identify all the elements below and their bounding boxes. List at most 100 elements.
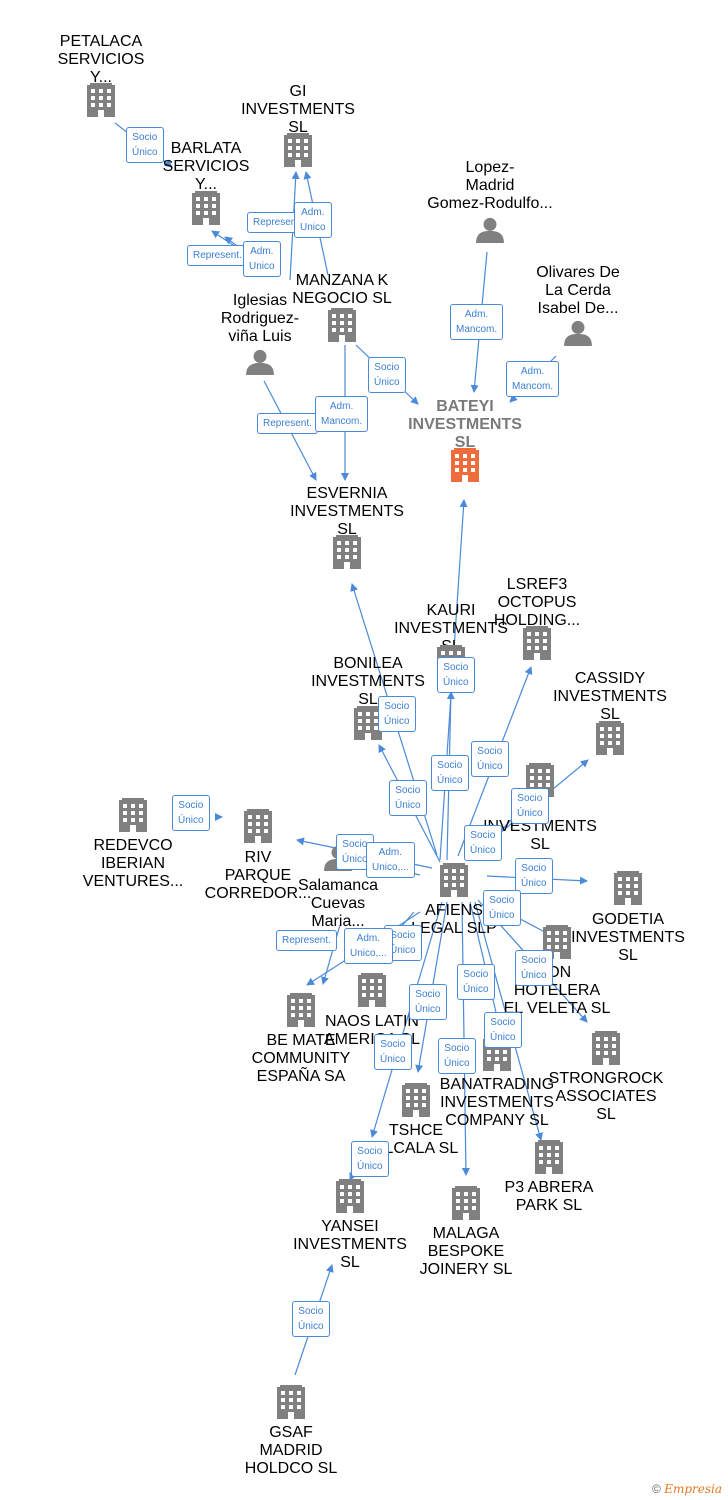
person-icon[interactable]: [564, 320, 592, 346]
node-label-line: IBERIAN: [100, 855, 165, 872]
relation-text: Único: [390, 945, 416, 956]
building-icon[interactable]: [277, 1385, 305, 1419]
building-icon[interactable]: [284, 133, 312, 167]
building-icon[interactable]: [244, 809, 272, 843]
relation-text: Represent.: [253, 217, 302, 228]
building-icon[interactable]: [523, 626, 551, 660]
building-icon[interactable]: [596, 721, 624, 755]
relationship-edge: [370, 901, 443, 1138]
building-icon[interactable]: [87, 83, 115, 117]
relation-label-r6[interactable]: Adm.Mancom.: [450, 304, 504, 340]
building-icon[interactable]: [328, 308, 356, 342]
node-label-line: BARLATA: [170, 140, 242, 157]
copyright-icon: ©: [652, 1482, 661, 1496]
relation-label-r24[interactable]: Represent.: [276, 930, 337, 951]
relation-label-r5[interactable]: Adm.Unico: [243, 241, 281, 277]
relation-label-r20[interactable]: Adm.Unico,...: [366, 842, 415, 878]
person-icon[interactable]: [246, 349, 274, 375]
node-label-line: ALCALA SL: [373, 1140, 459, 1157]
building-icon[interactable]: [358, 973, 386, 1007]
building-icon[interactable]: [535, 1140, 563, 1174]
relation-label-r9[interactable]: Represent.: [257, 413, 318, 434]
node-label-line: INVESTMENTS: [394, 620, 508, 637]
relation-text: Unico: [300, 222, 326, 233]
building-icon[interactable]: [452, 1186, 480, 1220]
node-label-line: SERVICIOS: [162, 158, 250, 175]
relation-label-r3[interactable]: Adm.Unico: [294, 202, 332, 238]
building-icon[interactable]: [336, 1179, 364, 1213]
building-icon[interactable]: [192, 191, 220, 225]
building-icon[interactable]: [402, 1083, 430, 1117]
relation-label-r25[interactable]: Adm.Unico,...: [344, 928, 393, 964]
relation-text: Socio: [444, 1043, 470, 1054]
building-icon[interactable]: [119, 798, 147, 832]
relation-label-r4[interactable]: Represent.: [187, 245, 248, 266]
building-icon[interactable]: [440, 863, 468, 897]
building-icon[interactable]: [451, 448, 479, 482]
node-label-line: INVESTMENTS: [293, 1236, 407, 1253]
empresia-logo[interactable]: Empresia: [664, 1482, 722, 1496]
node-label-line: INVESTMENTS: [311, 673, 425, 690]
relation-text: Único: [521, 878, 547, 889]
relation-label-r10[interactable]: Adm.Mancom.: [315, 396, 369, 432]
person-icon[interactable]: [476, 217, 504, 243]
node-label-line: RIV: [244, 849, 272, 866]
node-label-line: SL: [600, 706, 620, 723]
node-label-line: SL: [358, 691, 378, 708]
node-label-line: SL: [340, 1254, 360, 1271]
relation-text: Único: [384, 716, 410, 727]
building-icon[interactable]: [592, 1031, 620, 1065]
building-icon[interactable]: [614, 871, 642, 905]
relation-text: Socio: [384, 701, 410, 712]
relation-label-r7[interactable]: Adm.Mancom.: [506, 361, 560, 397]
node-label-line: Rodriguez-: [220, 310, 300, 327]
building-icon[interactable]: [333, 535, 361, 569]
